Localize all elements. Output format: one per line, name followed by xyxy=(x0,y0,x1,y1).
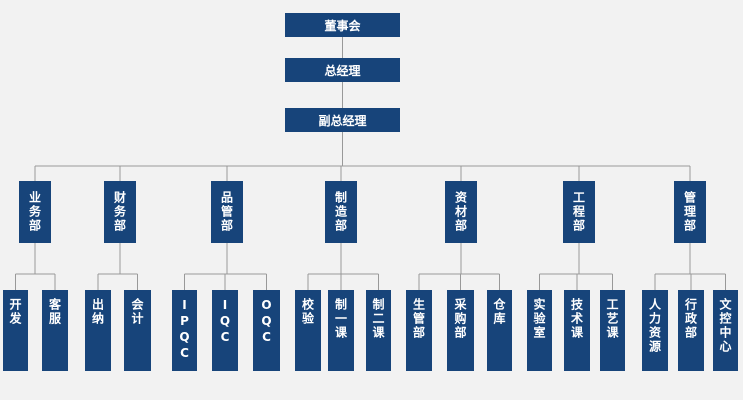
dept-business: 业务部 xyxy=(19,181,51,243)
sub-engineering-technical: 技术课 xyxy=(564,290,590,371)
sub-admin-administration: 行政部 xyxy=(678,290,704,371)
sub-materials-production-control: 生管部 xyxy=(406,290,432,371)
sub-manufacturing-section-one: 制一课 xyxy=(328,290,354,371)
sub-finance-cashier: 出纳 xyxy=(85,290,111,371)
sub-admin-document-control: 文控中心 xyxy=(713,290,738,371)
sub-business-customer-service: 客服 xyxy=(42,290,68,371)
sub-admin-human-resources: 人力资源 xyxy=(642,290,668,371)
sub-engineering-laboratory: 实验室 xyxy=(527,290,552,371)
dept-manufacturing: 制造部 xyxy=(325,181,357,243)
sub-quality-iqc: IQC xyxy=(212,290,238,371)
sub-finance-accounting: 会计 xyxy=(124,290,151,371)
sub-materials-purchasing: 采购部 xyxy=(447,290,474,371)
dept-materials: 资材部 xyxy=(445,181,477,243)
sub-business-development: 开发 xyxy=(3,290,28,371)
sub-manufacturing-calibration: 校验 xyxy=(295,290,321,371)
dept-quality: 品管部 xyxy=(211,181,243,243)
sub-engineering-process: 工艺课 xyxy=(600,290,625,371)
dept-administration: 管理部 xyxy=(674,181,706,243)
general-manager-box: 总经理 xyxy=(285,58,400,82)
board-box: 董事会 xyxy=(285,13,400,37)
sub-manufacturing-section-two: 制二课 xyxy=(366,290,391,371)
sub-materials-warehouse: 仓库 xyxy=(487,290,512,371)
dept-engineering: 工程部 xyxy=(563,181,595,243)
deputy-general-manager-box: 副总经理 xyxy=(285,108,400,132)
sub-quality-ipqc: IPQC xyxy=(172,290,197,371)
dept-finance: 财务部 xyxy=(104,181,136,243)
sub-quality-oqc: OQC xyxy=(253,290,280,371)
